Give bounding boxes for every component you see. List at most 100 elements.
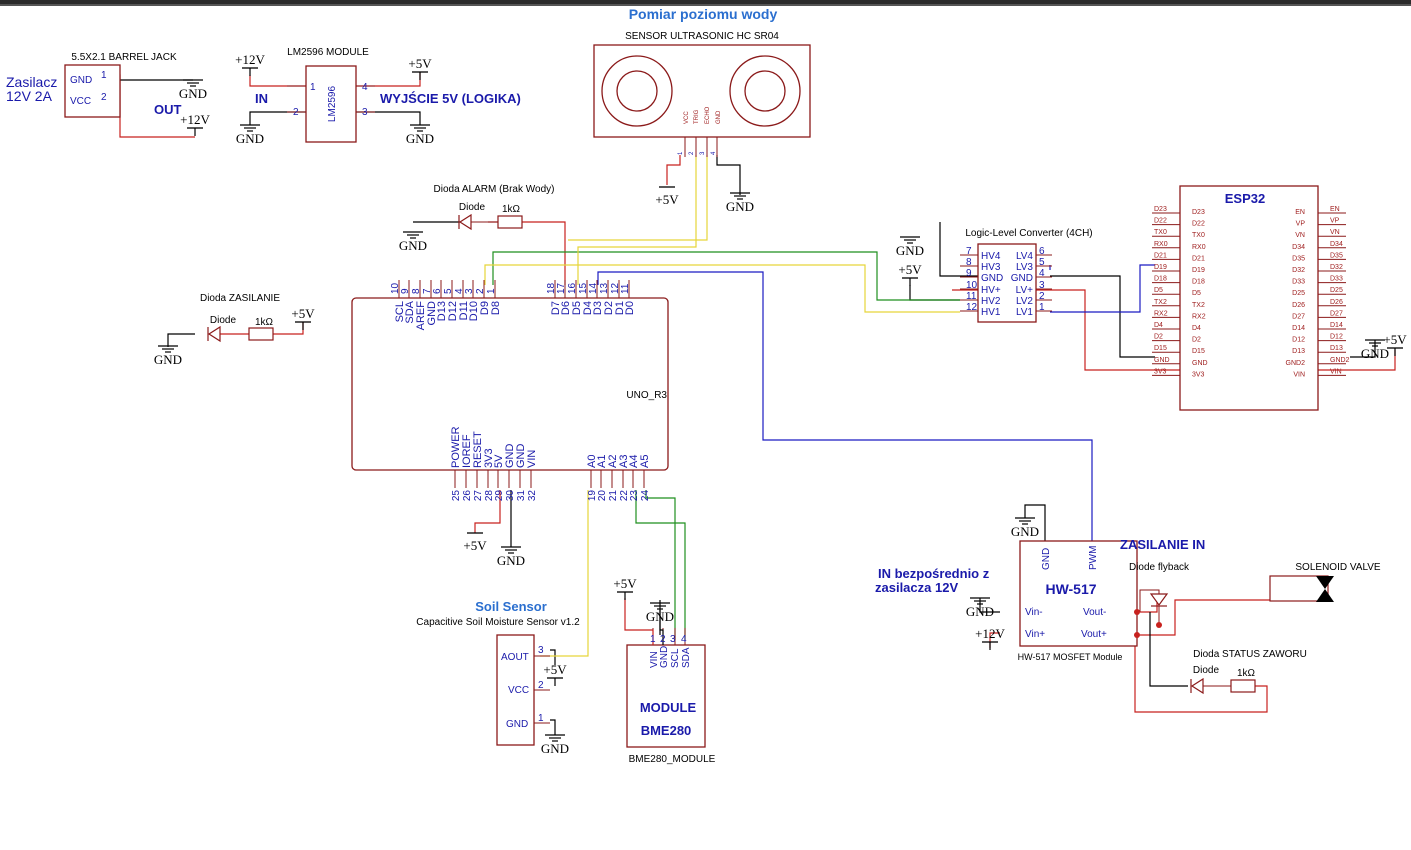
transducer-left xyxy=(601,55,673,127)
bme-num-2: 2 xyxy=(660,634,666,645)
valve-icon xyxy=(1316,576,1334,589)
uno-pin-label: D9 xyxy=(479,301,491,315)
valve-section: Diode flyback SOLENOID VALVE Dioda STATU… xyxy=(1129,562,1381,695)
llc-right-num: 4 xyxy=(1039,268,1045,279)
esp-left-outer: 3V3 xyxy=(1154,368,1167,375)
llc-left-label: HV+ xyxy=(981,285,1001,296)
uno-pin-label: GND xyxy=(515,444,527,469)
lm-out-label: WYJŚCIE 5V (LOGIKA) xyxy=(380,91,521,106)
esp-left-inner: TX0 xyxy=(1192,232,1205,239)
llc-left-num: 10 xyxy=(966,280,978,291)
arduino-uno: UNO_R3 10SCL9SDA8AREF7GND6D135D124D113D1… xyxy=(351,280,669,502)
esp-right-outer: D25 xyxy=(1330,287,1343,294)
uno-pin-label: VIN xyxy=(526,450,538,468)
uno-pin-label: SCL xyxy=(394,301,406,322)
esp-left-inner: D22 xyxy=(1192,221,1205,228)
uno-pin-label: 5V xyxy=(493,454,505,468)
power-led-diode-label: Diode xyxy=(210,315,237,326)
esp32-body xyxy=(1179,185,1319,411)
vcc-label: +5V xyxy=(1383,332,1407,347)
hc-num-3: 3 xyxy=(700,151,706,155)
uno-pin-label: D1 xyxy=(614,301,626,315)
jack-out-label: OUT xyxy=(154,102,182,117)
jack-gnd-label: GND xyxy=(70,75,92,86)
uno-pin-num: 3 xyxy=(464,288,475,294)
alarm-diode-label: Diode xyxy=(459,202,486,213)
esp-left-inner: GND xyxy=(1192,360,1208,367)
llc-left-num: 11 xyxy=(966,291,977,302)
alarm-resistor xyxy=(497,215,523,229)
lm-pin2: 2 xyxy=(293,107,299,118)
uno-pin-label: A3 xyxy=(618,455,630,468)
uno-pin-num: 26 xyxy=(462,490,473,502)
esp-left-inner: D23 xyxy=(1192,209,1205,216)
gnd-label: GND xyxy=(726,199,754,214)
zasilanie-in: ZASILANIE IN xyxy=(1120,537,1205,552)
esp-left-outer: D15 xyxy=(1154,345,1167,352)
hc-sr04-body xyxy=(593,44,811,138)
barrel-jack-body xyxy=(64,64,121,118)
power-diode-symbol xyxy=(207,325,221,343)
bme-pin-scl: SCL xyxy=(670,648,681,668)
gnd-label: GND xyxy=(406,131,434,146)
status-res-label: 1kΩ xyxy=(1237,668,1256,679)
uno-pin-label: A1 xyxy=(596,455,608,468)
uno-pin-label: D2 xyxy=(603,301,615,315)
llc-title: Logic-Level Converter (4CH) xyxy=(965,228,1092,239)
vcc-label: +5V xyxy=(655,192,679,207)
gnd-label: GND xyxy=(179,86,207,101)
bme280-body xyxy=(626,644,706,748)
hw517-gnd: GND xyxy=(1041,548,1052,570)
gnd-label: GND xyxy=(1011,524,1039,539)
esp-right-outer: D12 xyxy=(1330,334,1343,341)
uno-pin-num: 28 xyxy=(484,490,495,502)
gnd-label: GND xyxy=(154,352,182,367)
esp-right-inner: D13 xyxy=(1292,348,1305,355)
uno-pin-label: AREF xyxy=(415,301,427,331)
esp-left-outer: RX0 xyxy=(1154,241,1168,248)
uno-pin-num: 5 xyxy=(443,288,454,294)
gnd-label: GND xyxy=(646,609,674,624)
uno-pin-num: 6 xyxy=(432,288,443,294)
soil-pin-gnd: GND xyxy=(506,719,528,730)
hw517-pwm: PWM xyxy=(1088,546,1099,570)
esp-right-inner: EN xyxy=(1295,209,1305,216)
bme-pin-vin: VIN xyxy=(649,651,660,668)
esp-right-inner: D32 xyxy=(1292,267,1305,274)
esp-right-outer: D13 xyxy=(1330,345,1343,352)
esp-left-outer: D4 xyxy=(1154,322,1163,329)
llc-left-num: 8 xyxy=(966,257,972,268)
esp-right-inner: D27 xyxy=(1292,313,1305,320)
esp-right-outer: D32 xyxy=(1330,264,1343,271)
esp-left-outer: D5 xyxy=(1154,287,1163,294)
llc-right-label: LV2 xyxy=(1016,296,1033,307)
bme280-module: 1 2 3 4 VIN GND SCL SDA MODULE BME280 BM… xyxy=(624,598,716,765)
uno-pin-num: 19 xyxy=(587,490,598,502)
uno-pin-label: A5 xyxy=(639,455,651,468)
uno-pin-num: 21 xyxy=(608,490,619,502)
uno-pin-label: A4 xyxy=(628,455,640,468)
esp-right-inner: D14 xyxy=(1292,325,1305,332)
uno-pin-num: 24 xyxy=(640,490,651,502)
uno-pin-num: 17 xyxy=(556,282,567,294)
hc-num-2: 2 xyxy=(689,151,695,155)
supply-label: Zasilacz xyxy=(6,74,57,90)
esp-left-outer: TX2 xyxy=(1154,299,1167,306)
uno-pin-num: 23 xyxy=(629,490,640,502)
jack-pin2: 2 xyxy=(101,92,107,103)
barrel-jack: 5.5X2.1 BARREL JACK GND VCC 1 2 Zasilacz… xyxy=(6,52,182,118)
llc-left-label: HV1 xyxy=(981,307,1001,318)
uno-pin-num: 1 xyxy=(486,288,497,294)
uno-pin-num: 16 xyxy=(567,282,578,294)
uno-pin-label: GND xyxy=(504,444,516,469)
bme-line2: BME280 xyxy=(641,723,692,738)
uno-pin-num: 32 xyxy=(527,490,538,502)
esp-left-inner: D2 xyxy=(1192,337,1201,344)
power-resistor xyxy=(248,327,274,341)
esp-left-inner: D18 xyxy=(1192,279,1205,286)
uno-pin-num: 27 xyxy=(473,490,484,502)
llc-right-label: GND xyxy=(1011,273,1033,284)
esp-right-inner: D25 xyxy=(1292,290,1305,297)
